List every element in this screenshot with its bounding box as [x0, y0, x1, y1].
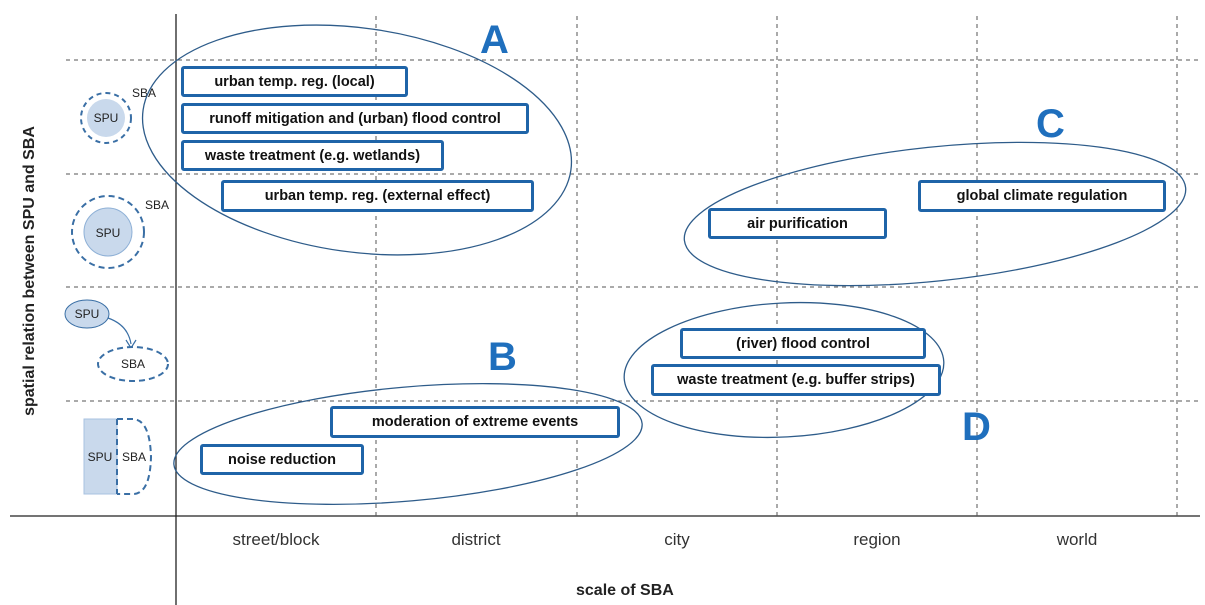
service-river-flood-control: (river) flood control: [680, 328, 926, 359]
zone-c-ellipse: [683, 141, 1187, 287]
zone-a-ellipse: [141, 24, 573, 256]
service-moderation-extreme-events: moderation of extreme events: [330, 406, 620, 438]
y-axis-title: spatial relation between SPU and SBA: [21, 126, 38, 416]
service-waste-treatment-wetlands: waste treatment (e.g. wetlands): [181, 140, 444, 171]
icon-spu-label: SPU: [88, 450, 113, 464]
zone-ellipses: [141, 24, 1187, 506]
icon-spu-label: SPU: [94, 111, 119, 125]
service-air-purification: air purification: [708, 208, 887, 239]
service-global-climate-regulation: global climate regulation: [918, 180, 1166, 212]
zone-label-c: C: [1036, 102, 1065, 146]
icon-spu-separate-sba: SPU SBA: [64, 299, 169, 382]
icon-spu-inside-sba: SPU SBA: [80, 86, 156, 144]
zone-label-a: A: [480, 18, 509, 62]
icon-spu-adjacent-sba: SPU SBA: [83, 418, 153, 495]
icon-sba-label: SBA: [121, 357, 145, 371]
icon-spu-label: SPU: [75, 307, 100, 321]
service-urban-temp-reg-external: urban temp. reg. (external effect): [221, 180, 534, 212]
zone-d-ellipse: [623, 301, 945, 439]
zone-label-b: B: [488, 335, 517, 379]
x-tick-district: district: [451, 530, 501, 549]
service-runoff-mitigation: runoff mitigation and (urban) flood cont…: [181, 103, 529, 134]
icon-sba-label: SBA: [122, 450, 146, 464]
x-axis-title: scale of SBA: [576, 582, 674, 599]
x-tick-region: region: [853, 530, 901, 549]
x-tick-world: world: [1056, 530, 1098, 549]
icon-sba-surrounds-spu: SPU SBA: [71, 195, 169, 269]
icon-sba-label: SBA: [132, 86, 156, 100]
zone-label-d: D: [962, 405, 991, 449]
x-tick-city: city: [664, 530, 690, 549]
x-tick-street-block: street/block: [232, 530, 320, 549]
vertical-gridlines: [375, 16, 1178, 516]
icon-spu-label: SPU: [96, 226, 121, 240]
icon-sba-label: SBA: [145, 198, 169, 212]
zone-b-ellipse: [173, 382, 643, 506]
horizontal-gridlines: [66, 59, 1200, 402]
service-waste-treatment-buffer-strips: waste treatment (e.g. buffer strips): [651, 364, 941, 396]
service-noise-reduction: noise reduction: [200, 444, 364, 475]
service-urban-temp-reg-local: urban temp. reg. (local): [181, 66, 408, 97]
